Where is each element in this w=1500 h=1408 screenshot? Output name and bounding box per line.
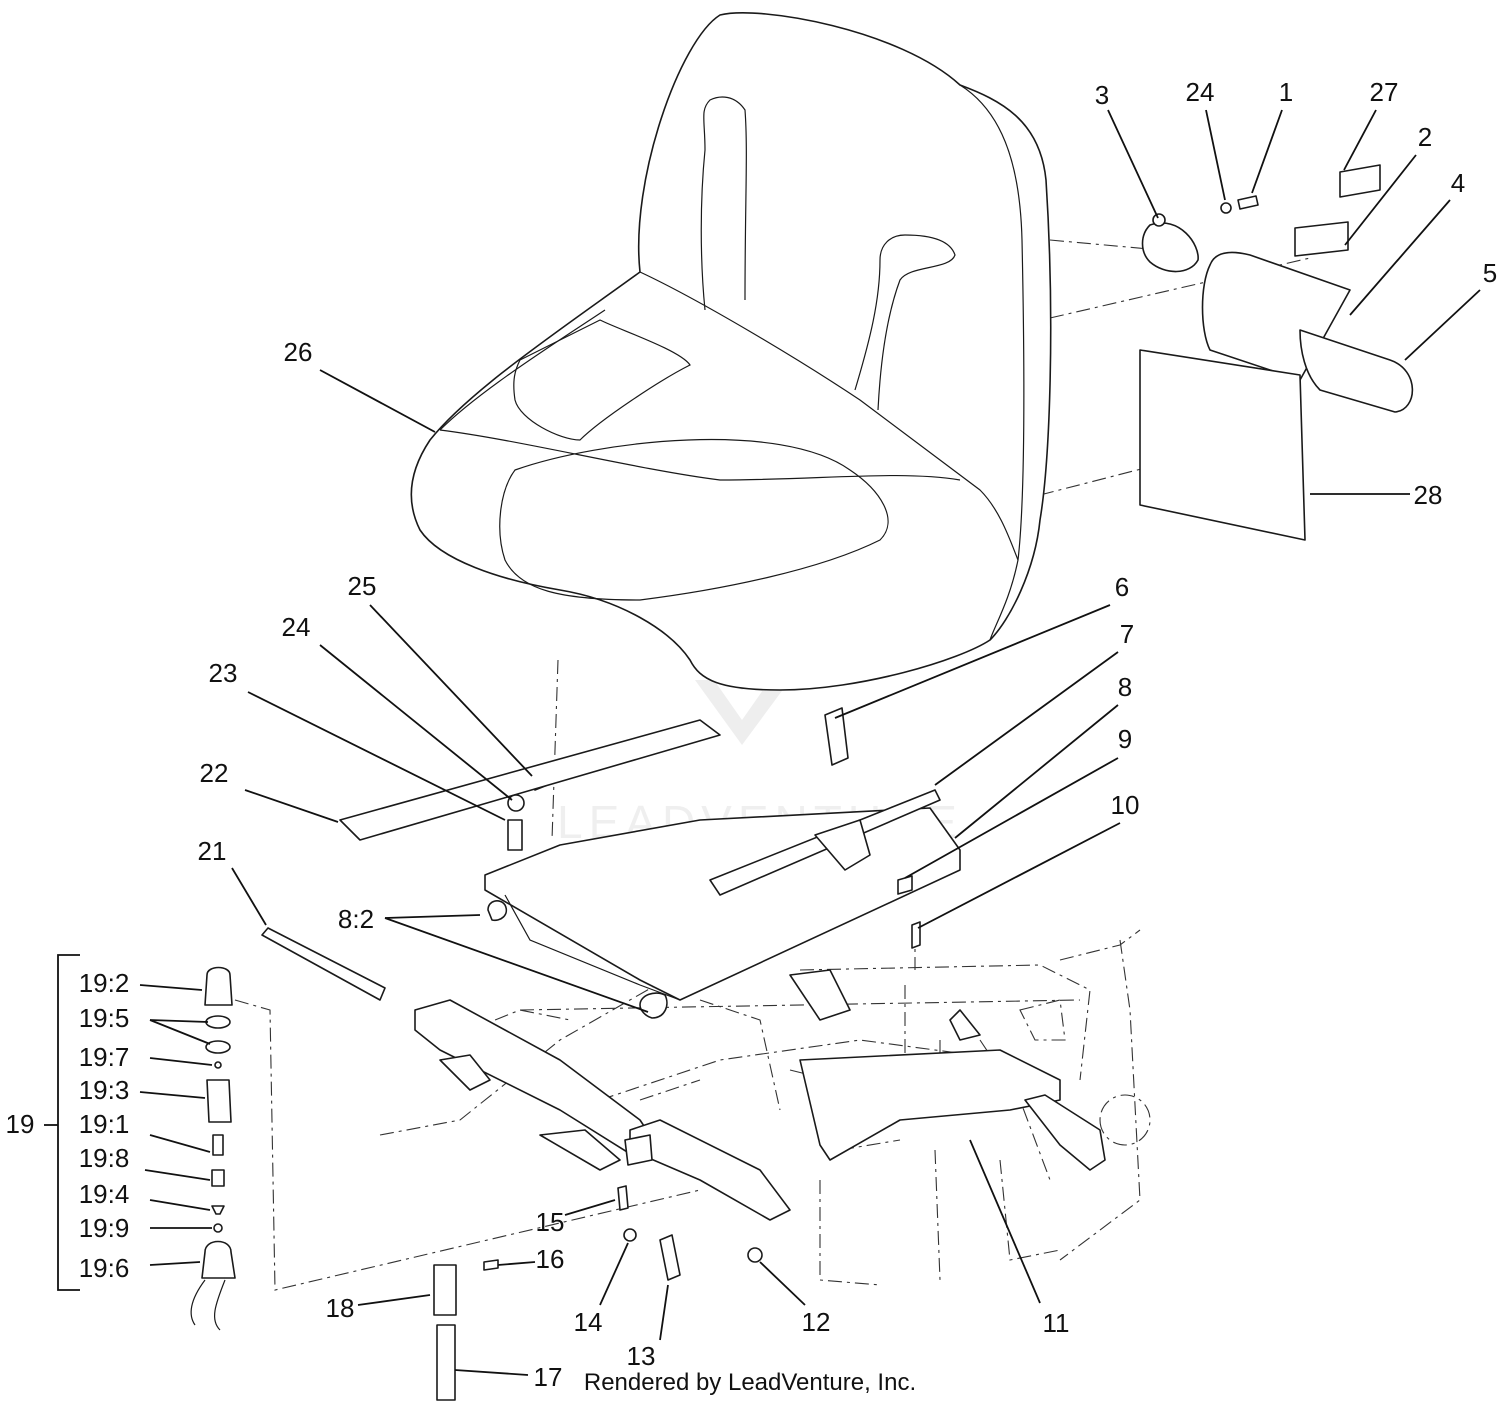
callout-8: 8 (1118, 672, 1132, 702)
callout-12: 12 (802, 1307, 831, 1337)
callout-24-lower: 24 (282, 612, 311, 642)
seat (410, 12, 1052, 691)
callout-10: 10 (1111, 790, 1140, 820)
callout-19-3: 19:3 (79, 1075, 130, 1105)
callout-7: 7 (1120, 619, 1134, 649)
callout-4: 4 (1451, 168, 1465, 198)
callout-19-5: 19:5 (79, 1003, 130, 1033)
callout-26: 26 (284, 337, 313, 367)
callout-17: 17 (534, 1362, 563, 1392)
callout-21: 21 (198, 836, 227, 866)
callout-2: 2 (1418, 122, 1432, 152)
callout-19-8: 19:8 (79, 1143, 130, 1173)
seat-plate-assembly (339, 707, 961, 1019)
callout-19-6: 19:6 (79, 1253, 130, 1283)
callout-11: 11 (1043, 1308, 1070, 1338)
callout-8-2: 8:2 (338, 904, 374, 934)
seat-switch-assembly (190, 966, 236, 1331)
callout-6: 6 (1115, 572, 1129, 602)
callout-22: 22 (200, 758, 229, 788)
callout-13: 13 (627, 1341, 656, 1371)
callout-19-1: 19:1 (79, 1109, 130, 1139)
footer-credit: Rendered by LeadVenture, Inc. (584, 1369, 916, 1396)
callout-16: 16 (536, 1244, 565, 1274)
switch-hardware (433, 1185, 763, 1401)
callout-1: 1 (1279, 77, 1293, 107)
callout-19-9: 19:9 (79, 1213, 130, 1243)
seat-switch-parts (1139, 164, 1414, 541)
callout-19-7: 19:7 (79, 1042, 130, 1072)
callout-5: 5 (1483, 258, 1497, 288)
pivot-pin (261, 927, 386, 1001)
callout-19-4: 19:4 (79, 1179, 130, 1209)
callout-9: 9 (1118, 724, 1132, 754)
callout-23: 23 (209, 658, 238, 688)
callout-24-upper: 24 (1186, 77, 1215, 107)
callout-25: 25 (348, 571, 377, 601)
callout-28: 28 (1414, 480, 1443, 510)
callout-3: 3 (1095, 80, 1109, 110)
callout-15: 15 (536, 1207, 565, 1237)
callout-19-2: 19:2 (79, 968, 130, 998)
callout-18: 18 (326, 1293, 355, 1323)
leader-lines (44, 109, 1481, 1376)
callout-19: 19 (6, 1109, 35, 1139)
callout-labels: 1 2 3 4 5 6 7 8 9 10 11 12 13 14 15 16 1… (6, 77, 1498, 1392)
frame-assembly (414, 969, 1106, 1221)
callout-27: 27 (1370, 77, 1399, 107)
callout-14: 14 (574, 1307, 603, 1337)
